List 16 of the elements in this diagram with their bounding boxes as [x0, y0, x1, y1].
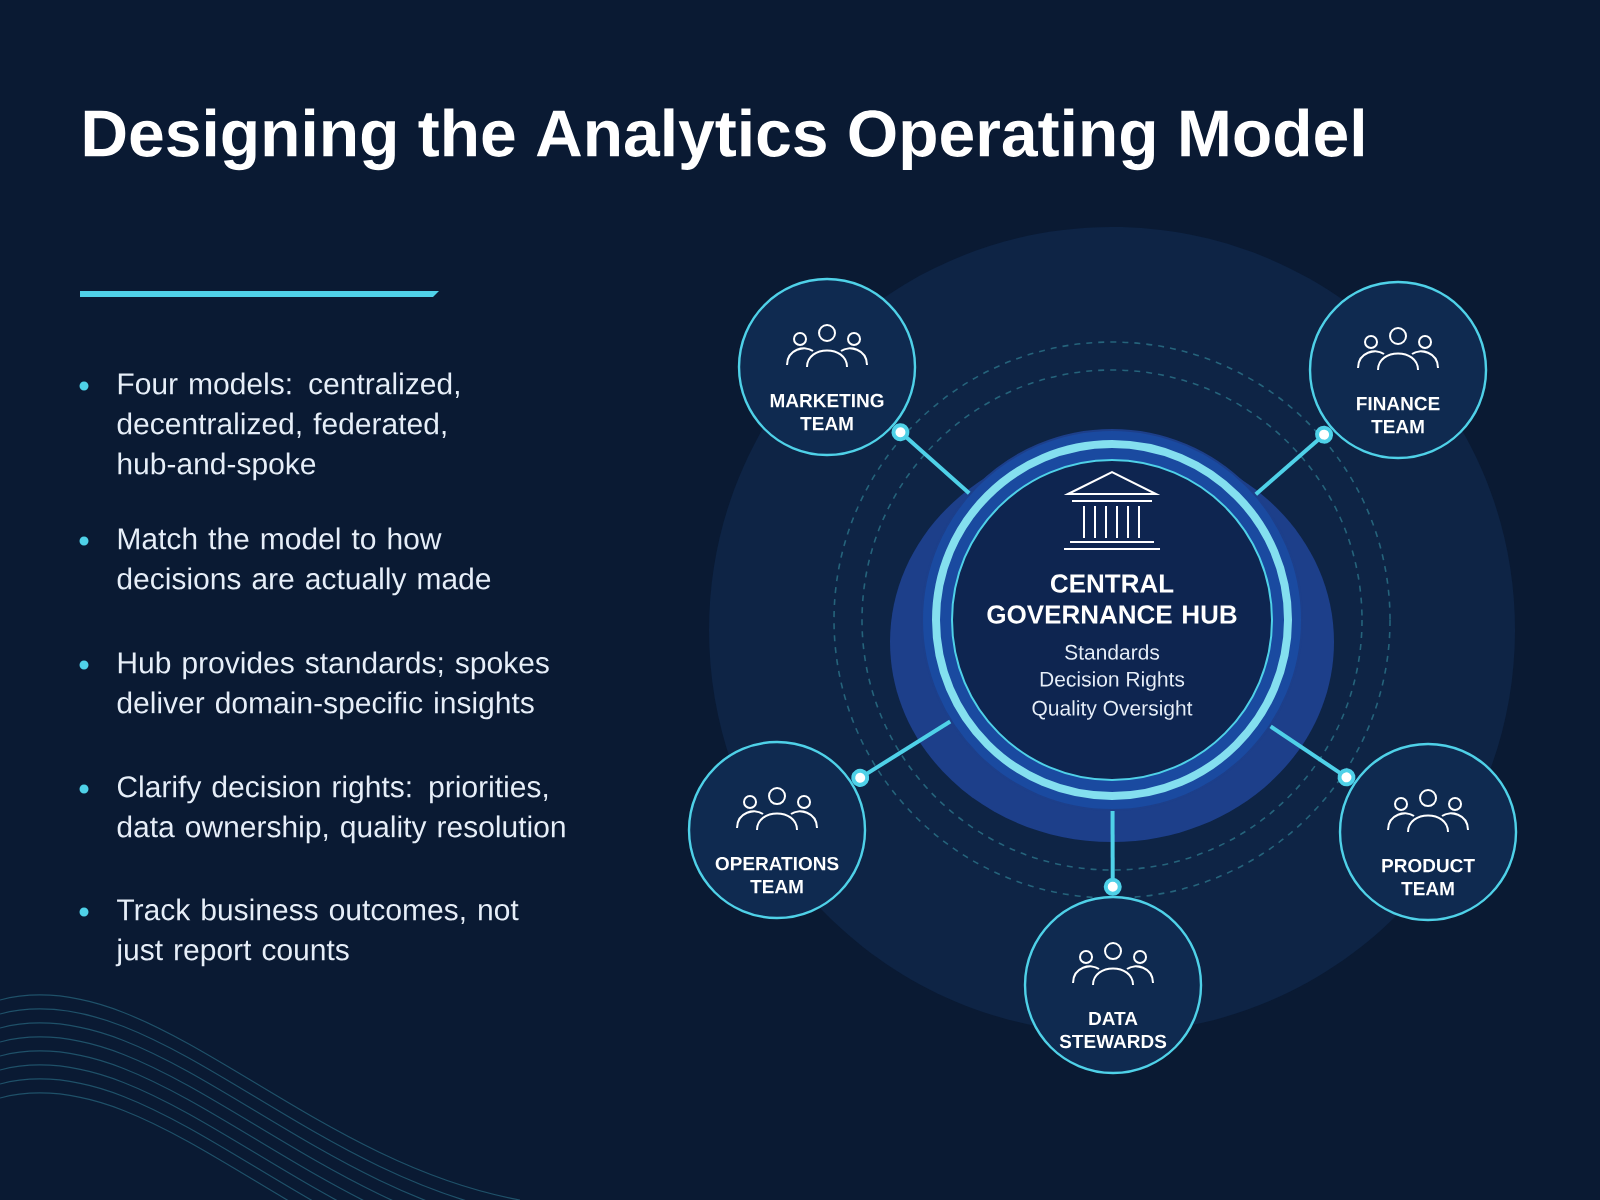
connector-line — [891, 423, 971, 495]
hub-item: Standards — [1065, 644, 1160, 660]
bullet-text: Four models: centralized, decentralized, federated, hub-and-spoke — [117, 372, 459, 481]
hub-item: Decision Rights — [1040, 671, 1185, 691]
connector-line — [851, 719, 952, 787]
bullet-text: Track business outcomes, not just report counts — [115, 898, 519, 967]
connector-line — [1103, 811, 1122, 896]
hub-item: Quality Oversight — [1032, 700, 1193, 720]
connector-line — [1269, 724, 1356, 787]
connector-line — [1254, 425, 1334, 496]
hub-circle — [890, 429, 1334, 842]
bullet-text: Match the model to how decisions are actually made — [117, 527, 491, 596]
title: Designing the Analytics Operating Model — [84, 108, 1363, 171]
hub-title: CENTRAL GOVERNANCE HUB — [987, 574, 1237, 624]
bullet-text: Clarify decision rights: priorities, data ownership, quality resolution — [117, 775, 565, 844]
bullet-text: Hub provides standards; spokes deliver domain-specific insights — [117, 651, 549, 720]
